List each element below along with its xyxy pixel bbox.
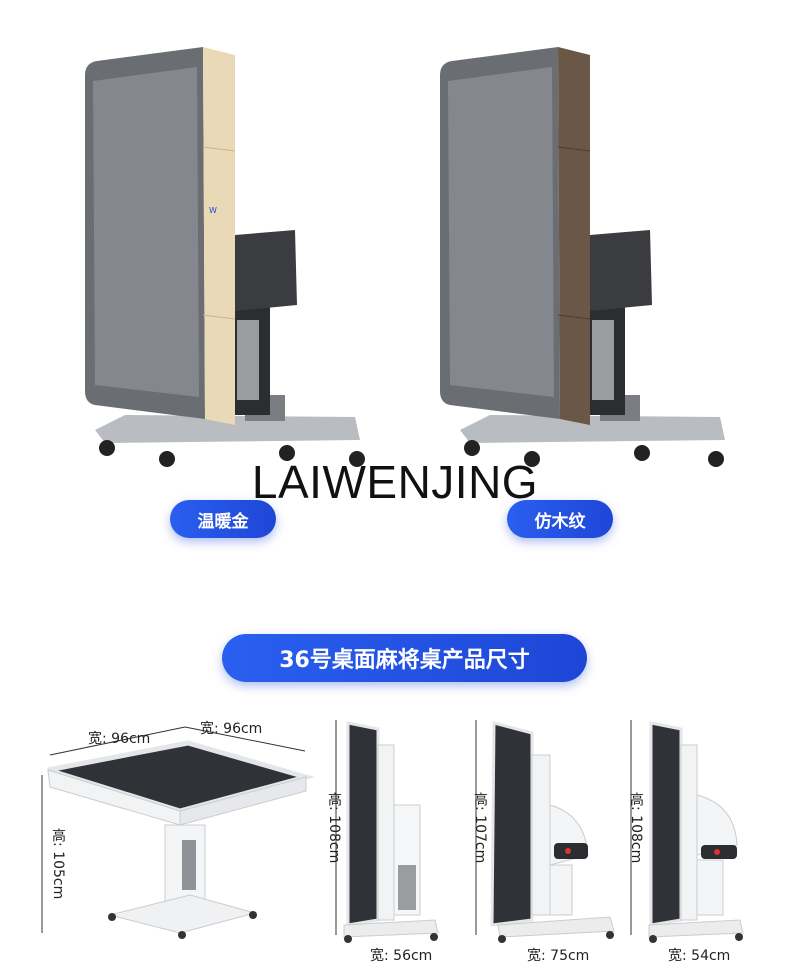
color-option-wood-grain[interactable]: 仿木纹 [507, 500, 613, 538]
brand-watermark: LAIWENJING [251, 456, 539, 508]
side-view-2-diagram [475, 720, 615, 943]
side-view-3-diagram [630, 720, 744, 943]
side-view-1-diagram [335, 720, 439, 943]
svg-text:W: W [209, 206, 217, 215]
color-option-label: 温暖金 [197, 511, 249, 532]
folded-table-warm-gold-image: W [85, 47, 365, 467]
side3-width-label: 宽: 54cm [668, 948, 731, 964]
folded-table-wood-grain-image [440, 47, 725, 467]
section-title: 36号桌面麻将桌产品尺寸 [222, 634, 587, 682]
table-width-label-left: 宽: 96cm [88, 731, 151, 747]
color-option-label: 仿木纹 [534, 511, 586, 532]
color-option-warm-gold[interactable]: 温暖金 [170, 500, 276, 538]
section-title-text: 36号桌面麻将桌产品尺寸 [279, 648, 530, 673]
side2-height-label: 高: 107cm [472, 792, 488, 864]
side1-height-label: 高: 108cm [326, 792, 342, 864]
side1-width-label: 宽: 56cm [370, 948, 433, 964]
side2-width-label: 宽: 75cm [527, 948, 590, 964]
table-height-label: 高: 105cm [50, 828, 66, 900]
side3-height-label: 高: 108cm [628, 792, 644, 864]
open-table-dimension-diagram [41, 726, 316, 939]
table-width-label-right: 宽: 96cm [200, 721, 263, 737]
